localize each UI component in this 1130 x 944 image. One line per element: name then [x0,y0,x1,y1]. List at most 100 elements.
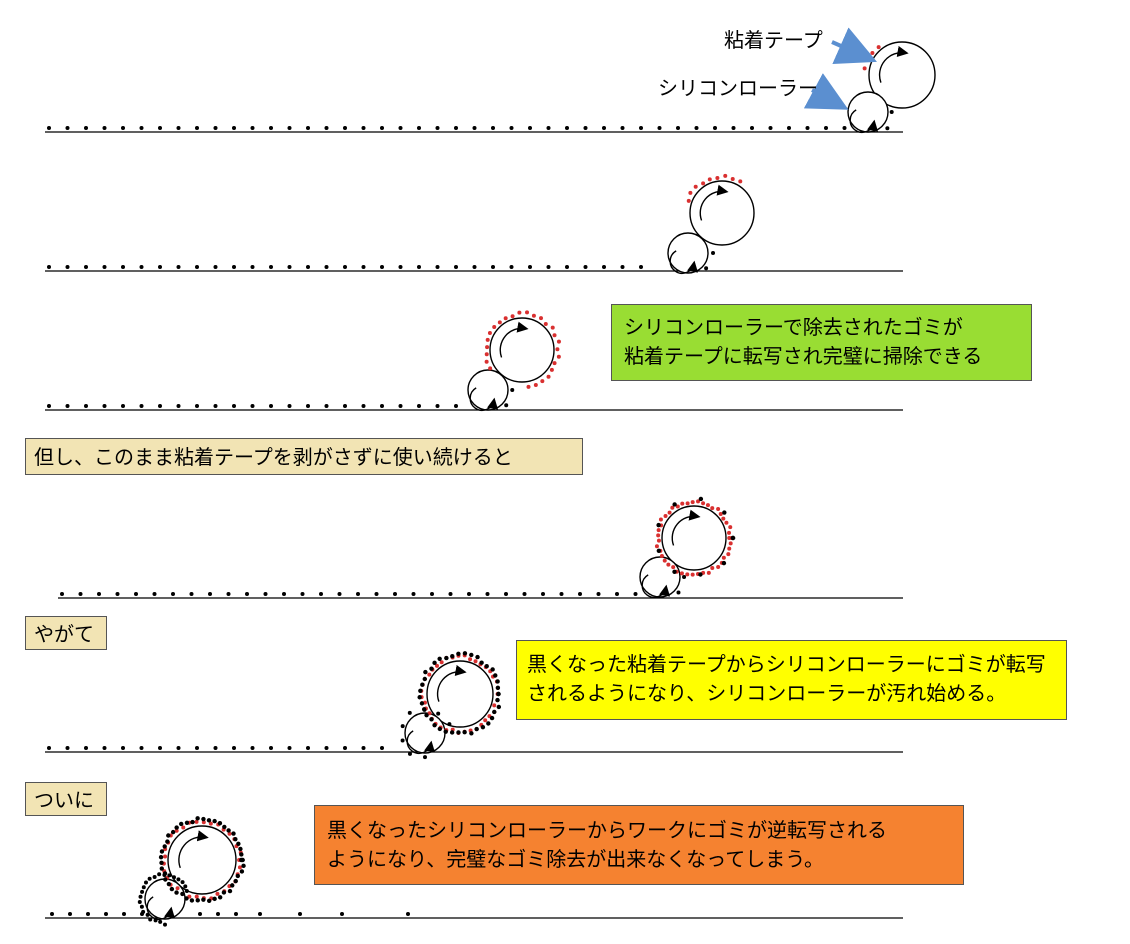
captured-dust-red [721,555,726,560]
dust-particle [343,746,347,750]
dust-particle [485,592,490,596]
dust-particle [380,404,384,408]
dust-particle [176,746,181,750]
dust-particle [78,592,83,596]
silicone-dirt-black [400,738,405,743]
dust-particle [121,265,125,269]
dust-particle [694,126,699,130]
dust-particle [102,404,107,408]
captured-dust-red [487,330,492,335]
silicone-dirt-black [171,875,176,880]
dust-particle [324,265,329,269]
tape-dirt-black [165,839,170,844]
dust-particle [50,912,54,916]
tape-dirt-black [227,888,233,894]
tape-dirt-black [698,572,703,577]
dust-particle [213,746,218,750]
dust-particle [250,404,255,408]
dust-particle [361,265,366,269]
orange-note-line-2: ようになり、完璧なゴミ除去が出来なくなってしまう。 [327,847,824,871]
captured-dust-red [671,565,676,570]
captured-dust-red [710,565,715,570]
tape-dirt-black [233,836,238,842]
captured-dust-red [473,659,478,664]
tape-dirt-black [450,653,455,659]
silicone-dirt-black [504,403,509,408]
dust-particle [805,126,810,130]
dust-particle [398,404,403,408]
dust-particle [406,912,410,916]
dust-particle [340,912,344,916]
tape-dirt-black [180,891,185,897]
yellow-note-line-2: されるようになり、シリコンローラーが汚れ始める。 [527,681,1007,705]
captured-dust-red [546,374,551,379]
dust-particle [472,265,477,269]
dust-particle [768,126,773,130]
tape-rotation-arrow [499,321,529,358]
tape-dirt-black [221,890,227,895]
captured-dust-red [175,886,180,891]
tape-dirt-black [496,691,501,697]
silicone-dirt-black [400,724,405,729]
dust-particle [306,404,310,408]
adhesive-tape-roller [489,317,555,383]
tape-dirt-black [231,831,236,836]
adhesive-tape-roller [167,825,237,895]
silicone-dirt-black [157,872,162,877]
tape-dirt-black [480,724,486,730]
tape-rotation-arrow [878,45,909,83]
dust-particle [528,265,532,269]
silicone-dirt-black [180,880,185,885]
tape-dirt-black [166,833,171,838]
dust-particle [287,404,292,408]
captured-dust-red [439,660,444,665]
tape-dirt-black [418,688,423,693]
captured-dust-red [483,718,488,723]
dust-particle [713,126,717,130]
silicone-dirt-black [152,874,157,879]
dust-particle [232,265,236,269]
captured-dust-red [540,379,545,384]
silicone-dirt-black [137,899,142,904]
tape-dirt-black [469,731,474,736]
dust-particle [583,265,588,269]
captured-dust-red [503,316,508,321]
dust-particle [269,746,273,750]
dust-particle [657,126,662,130]
dust-particle [68,912,72,916]
dust-particle [269,404,273,408]
dust-particle [195,265,199,269]
tape-dirt-black [420,682,425,687]
dust-particle [472,126,477,130]
tape-dirt-black [462,729,467,735]
dust-particle [620,126,625,130]
captured-dust-red [492,703,497,708]
dust-particle [435,265,440,269]
dust-particle [263,592,268,596]
silicone-dirt-black [139,904,144,909]
silicone-dirt-black [407,710,412,715]
captured-dust-red [670,505,675,510]
captured-dust-red [525,310,530,315]
dust-particle [578,592,582,596]
silicone-dirt-black [158,919,163,924]
dust-particle [356,592,360,596]
dust-particle [121,126,125,130]
dust-particle [306,265,310,269]
dust-particle [158,126,162,130]
dust-particle [448,592,453,596]
adhesive-tape-label: 粘着テープ [724,28,823,52]
dust-particle [565,265,569,269]
captured-dust-red [549,367,554,372]
captured-dust-red [194,894,199,899]
tape-dirt-black [206,898,212,903]
silicone-dirt-black [148,917,153,922]
tape-dirt-black [169,886,175,892]
silicone-dirt-black [885,126,890,131]
captured-dust-red [550,325,555,330]
tape-dirt-black [722,510,727,515]
captured-dust-red [705,503,710,508]
dust-particle [139,746,144,750]
captured-dust-red [688,190,693,195]
